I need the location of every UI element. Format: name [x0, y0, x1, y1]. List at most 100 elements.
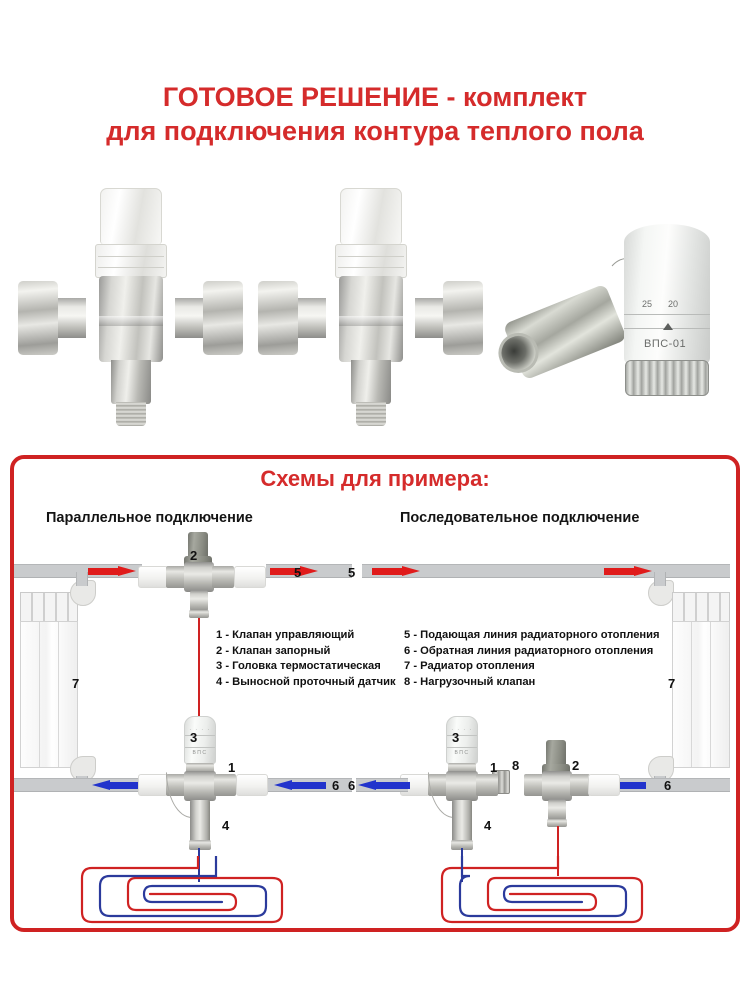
- valve-male-thread: [355, 402, 386, 426]
- page-title: ГОТОВОЕ РЕШЕНИЕ - комплект для подключен…: [0, 80, 750, 148]
- callout-bottom-right-check: 8: [512, 758, 520, 773]
- valve-body: [184, 562, 214, 592]
- callout-bottom-right-sensor: 4: [484, 818, 492, 833]
- pipe-union-right: [236, 774, 268, 796]
- callout-bottom-left-valve: 1: [228, 760, 236, 775]
- callout-top-left-supply: 5: [294, 565, 302, 580]
- callout-bottom-right-return-b: 6: [664, 778, 672, 793]
- legend-item-6: 6 - Обратная линия радиаторного отоплени…: [404, 644, 654, 657]
- head-model-marks: ВПС: [192, 750, 208, 756]
- valve-cap-top: [99, 188, 162, 244]
- sensor-capillary: [428, 772, 454, 818]
- flow-sensor-body: [190, 800, 210, 842]
- valve-assembly-shutoff-right: [520, 740, 642, 866]
- radiator-left: [20, 592, 78, 768]
- callout-bottom-right-return-a: 6: [348, 778, 356, 793]
- valve-nut-right: [203, 281, 243, 355]
- radiator-right: [672, 592, 730, 768]
- valve-nut-right: [476, 774, 498, 796]
- valve-nut-right: [212, 566, 234, 588]
- valve-cap-rings: [94, 244, 167, 278]
- head-scale-25: 25: [642, 299, 653, 309]
- callout-right-radiator: 7: [668, 676, 676, 691]
- title-line-1: ГОТОВОЕ РЕШЕНИЕ - комплект: [162, 82, 588, 112]
- legend-item-5: 5 - Подающая линия радиаторного отоплени…: [404, 629, 660, 641]
- floor-loop-left: [80, 856, 284, 924]
- legend-item-7: 7 - Радиатор отопления: [404, 660, 535, 672]
- sensor-nut: [189, 840, 211, 850]
- thermostatic-head: · · · · ВПС: [184, 716, 216, 764]
- product-photo-valve-2: [258, 188, 483, 443]
- valve-adapter-body: [502, 283, 628, 381]
- head-model-marks: ВПС: [454, 750, 470, 756]
- valve-lower-nut: [189, 610, 209, 618]
- sensor-capillary: [166, 772, 192, 818]
- callout-top-left-valve: 2: [190, 548, 198, 563]
- schemes-frame-title: Схемы для примера:: [260, 466, 490, 491]
- head-scale-marks: · · · ·: [189, 727, 211, 733]
- valve-body: [98, 276, 163, 362]
- supply-arrow-left-1: [88, 566, 138, 577]
- head-ring-top: [185, 735, 215, 736]
- thermostatic-head: · · · · ВПС: [446, 716, 478, 764]
- supply-arrow-right-1: [372, 566, 422, 577]
- valve-body: [542, 771, 572, 801]
- pipe-union-left: [138, 774, 168, 796]
- pipe-union-right: [234, 566, 266, 588]
- valve-lower-nut: [547, 819, 567, 827]
- flow-sensor-body: [452, 800, 472, 842]
- callout-top-right-supply: 5: [348, 565, 356, 580]
- head-base-nut: [448, 763, 476, 773]
- valve-lower-port: [548, 799, 566, 821]
- radiator-riser-left-top: [76, 572, 88, 586]
- radiator-sections: [20, 621, 78, 768]
- callout-bottom-left-head: 3: [190, 730, 198, 745]
- sensor-nut: [451, 840, 473, 850]
- radiator-fins: [20, 592, 78, 622]
- floor-supply-line-right: [557, 826, 559, 876]
- product-photo-valve-1: [18, 188, 243, 443]
- supply-arrow-right-2: [604, 566, 654, 577]
- valve-cap: [546, 740, 566, 766]
- valve-nut-right: [443, 281, 483, 355]
- radiator-fins: [672, 592, 730, 622]
- radiator-sections: [672, 621, 730, 768]
- callout-bottom-left-return-a: 6: [332, 778, 340, 793]
- head-knurled-base: [625, 360, 709, 396]
- valve-nut-right: [570, 774, 590, 796]
- callout-left-radiator: 7: [72, 676, 80, 691]
- callout-bottom-left-sensor: 4: [222, 818, 230, 833]
- head-scale-band-top: [624, 314, 710, 315]
- valve-cap-rings: [334, 244, 407, 278]
- radiator-riser-right-top: [654, 572, 666, 586]
- legend-item-3: 3 - Головка термостатическая: [216, 660, 381, 672]
- valve-lower-port: [190, 590, 208, 612]
- product-photo-strip: 25 20 ВПС-01: [0, 180, 750, 445]
- return-arrow-left-2: [274, 780, 326, 791]
- valve-nut-left: [258, 281, 298, 355]
- return-arrow-right-2: [358, 780, 410, 791]
- valve-cap-top: [339, 188, 402, 244]
- scheme-heading-series: Последовательное подключение: [400, 510, 640, 526]
- valve-cap: [188, 532, 208, 558]
- legend-column-1: 1 - Клапан управляющий 2 - Клапан запорн…: [216, 628, 396, 690]
- pipe-union-left: [138, 566, 168, 588]
- schemes-frame: [10, 455, 740, 932]
- head-pointer-triangle-icon: [663, 323, 673, 330]
- valve-nut-right: [214, 774, 236, 796]
- scheme-heading-parallel: Параллельное подключение: [46, 510, 253, 526]
- head-ring-bottom: [447, 747, 477, 748]
- valve-assembly-bottom-left: · · · · ВПС: [138, 716, 272, 866]
- callout-bottom-right-shutoff: 2: [572, 758, 580, 773]
- valve-assembly-top-left: [138, 530, 272, 628]
- head-ring-top: [447, 735, 477, 736]
- legend-column-2: 5 - Подающая линия радиаторного отоплени…: [404, 628, 660, 690]
- legend-item-1: 1 - Клапан управляющий: [216, 629, 355, 641]
- valve-lower-stem: [350, 360, 391, 404]
- valve-male-thread: [115, 402, 146, 426]
- valve-nut-left: [166, 566, 188, 588]
- legend-item-8: 8 - Нагрузочный клапан: [404, 675, 536, 688]
- floor-loop-right: [440, 856, 644, 924]
- valve-lower-stem: [110, 360, 151, 404]
